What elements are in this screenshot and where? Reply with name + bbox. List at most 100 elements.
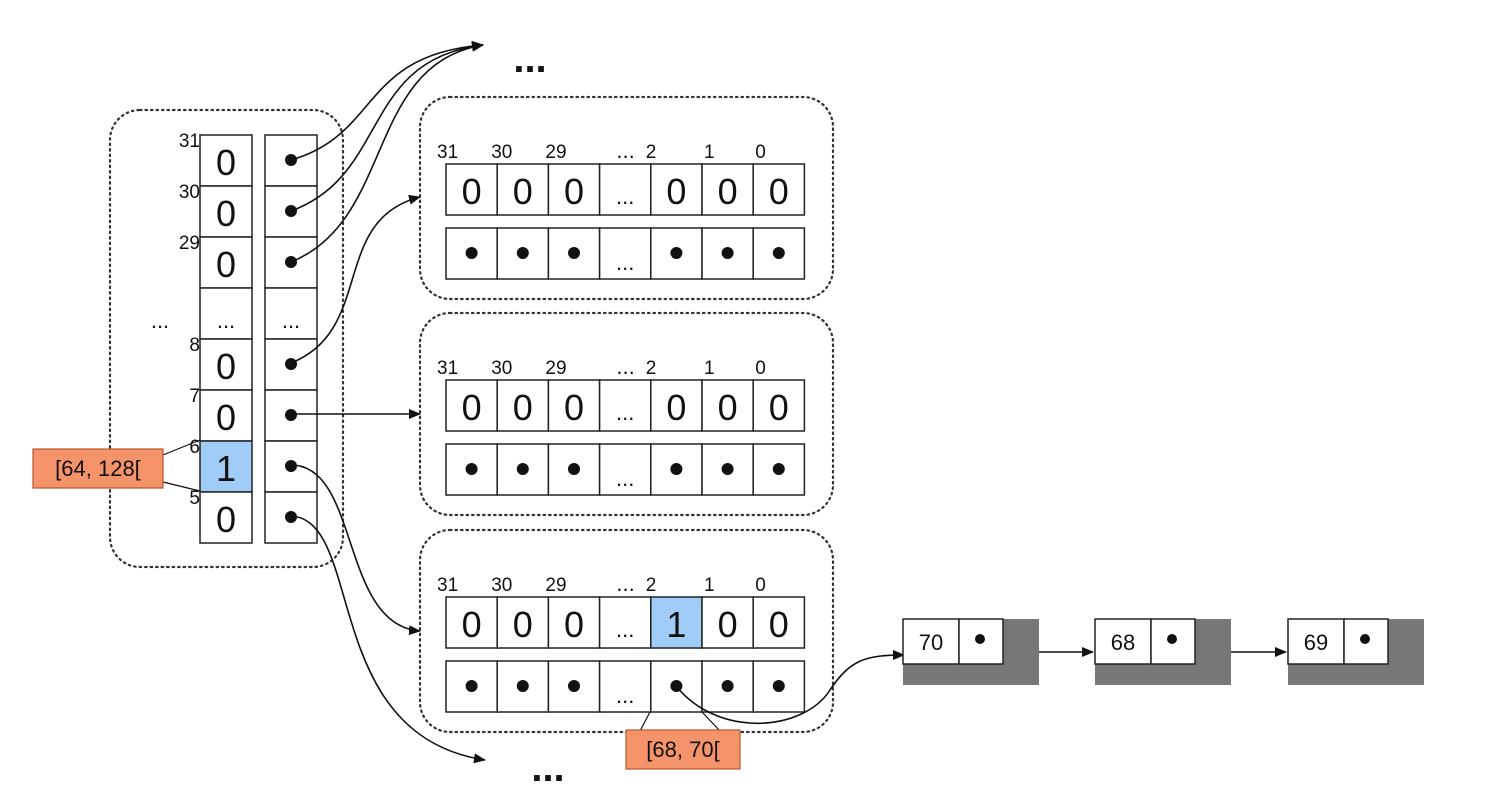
arrow-slot-29 bbox=[290, 41, 484, 263]
list-node-69: 69 bbox=[1287, 618, 1424, 685]
bitmap-index-label: 31 bbox=[437, 358, 458, 379]
arrow-leaf-to-list bbox=[675, 650, 905, 725]
list-node-70: 70 bbox=[902, 618, 1039, 685]
root-slot-6: 16 bbox=[189, 437, 318, 493]
bitmap-index-label: 30 bbox=[491, 575, 512, 596]
root-bit-cell bbox=[199, 236, 253, 289]
root-bit-cell bbox=[199, 134, 253, 187]
root-pointer-dot bbox=[285, 409, 297, 421]
list-node-pointer-dot bbox=[1167, 634, 1177, 644]
root-pointer-cell bbox=[264, 287, 318, 340]
bitmap-index-label: 0 bbox=[755, 358, 766, 379]
range-tag-leaf: [68, 70[ bbox=[625, 729, 741, 770]
root-slot-index: 6 bbox=[189, 437, 200, 458]
bitmap-index-label: 29 bbox=[545, 575, 566, 596]
bitmap-index-label: 31 bbox=[437, 142, 458, 163]
root-slot-index: 31 bbox=[179, 131, 200, 152]
bitmap-pointer-dot bbox=[568, 680, 580, 692]
bitmap-bit-value: 1 bbox=[666, 604, 686, 645]
list-node-value-cell bbox=[1094, 618, 1152, 665]
bitmap-bit-cell bbox=[547, 596, 601, 649]
bitmap-index-label: 1 bbox=[704, 575, 715, 596]
bitmap-bit-value: 0 bbox=[564, 171, 584, 212]
bitmap-bit-cell bbox=[752, 163, 806, 216]
bitmap-index-label: 1 bbox=[704, 358, 715, 379]
root-slot-29: 0 29 bbox=[179, 233, 318, 289]
bitmap-bit-cell bbox=[650, 596, 703, 649]
bitmap-bit-ellipsis: ... bbox=[616, 617, 634, 642]
root-pointer-cell bbox=[264, 134, 318, 187]
root-bit-value: 0 bbox=[216, 499, 236, 540]
list-node-value-cell bbox=[902, 618, 960, 665]
bitmap-bit-cell bbox=[752, 379, 806, 432]
root-bit-value: 0 bbox=[216, 244, 236, 285]
root-bit-value: 0 bbox=[216, 346, 236, 387]
range-tag-leaf-text: [68, 70[ bbox=[646, 737, 719, 762]
top-ellipsis: ... bbox=[513, 37, 546, 81]
arrow-slot-8 bbox=[290, 194, 421, 364]
bitmap-bit-value: 0 bbox=[769, 171, 789, 212]
bitmap-pointer-dot bbox=[772, 463, 785, 475]
arrow-slot-5 bbox=[290, 515, 486, 764]
root-bit-value: 0 bbox=[216, 142, 236, 183]
leaf-bracket-right bbox=[701, 711, 721, 732]
bitmap-pointer-dot bbox=[670, 463, 683, 475]
root-slot-8: 08 bbox=[189, 335, 318, 391]
bitmap-index-label: 2 bbox=[646, 575, 657, 596]
bitmap-bit-cell bbox=[650, 163, 703, 216]
bitmap-bit-cell bbox=[650, 379, 703, 432]
root-slot-5: 05 bbox=[189, 488, 318, 544]
bitmap-groups: 310300290.........201000310300290.......… bbox=[437, 138, 806, 713]
bitmap-pointer-dot bbox=[721, 247, 734, 259]
root-bit-cell bbox=[199, 440, 253, 493]
bitmap-pointer-dot bbox=[516, 680, 529, 692]
bitmap-bit-cell bbox=[496, 379, 550, 432]
list-node-pointer-dot bbox=[975, 634, 985, 644]
connectors bbox=[162, 40, 905, 764]
range-bracket-top bbox=[162, 439, 201, 456]
bitmap-bit-value: 0 bbox=[769, 387, 789, 428]
bitmap-pointer-ellipsis: ... bbox=[616, 466, 634, 491]
root-slot-index: 8 bbox=[189, 335, 200, 356]
range-tag-root: [64, 128[ bbox=[32, 448, 164, 489]
root-bit-cell bbox=[199, 389, 253, 442]
root-bit-cell bbox=[199, 491, 253, 544]
root-slot-30: 030 bbox=[179, 182, 318, 238]
root-slot-ellipsis: ......... bbox=[151, 287, 318, 340]
bitmap-bit-value: 0 bbox=[513, 604, 533, 645]
bitmap-pointer-dot bbox=[721, 463, 734, 475]
leaf-bracket-left bbox=[639, 711, 651, 732]
list-node-value: 70 bbox=[919, 630, 943, 655]
bitmap-bit-value: 0 bbox=[513, 171, 533, 212]
bitmap-index-label: 0 bbox=[755, 575, 766, 596]
root-bit-cell bbox=[199, 338, 253, 391]
root-pointer-dot bbox=[285, 460, 297, 472]
bitmap-bit-value: 0 bbox=[718, 387, 738, 428]
bitmap-index-label: 30 bbox=[491, 358, 512, 379]
root-pointer-dot bbox=[285, 511, 297, 523]
bitmap-group-outline-1 bbox=[418, 95, 835, 301]
bitmap-group-outline-2 bbox=[418, 311, 835, 517]
bitmap-index-ellipsis: ... bbox=[616, 138, 634, 163]
list-node-pointer-dot bbox=[1360, 634, 1370, 644]
bottom-ellipsis: ... bbox=[531, 746, 564, 790]
bitmap-bit-cell bbox=[445, 163, 498, 216]
root-bit-value: 1 bbox=[216, 448, 236, 489]
root-bit-value: 0 bbox=[216, 193, 236, 234]
bitmap-bit-cell bbox=[598, 163, 652, 216]
root-pointer-ellipsis: ... bbox=[282, 308, 300, 333]
bitmap-index-label: 29 bbox=[545, 142, 566, 163]
bitmap-index-label: 31 bbox=[437, 575, 458, 596]
root-group-outline bbox=[108, 108, 345, 569]
bitmap-index-label: 29 bbox=[545, 358, 566, 379]
bitmap-pointer-dot bbox=[516, 247, 529, 259]
bitmap-pointer-dot bbox=[772, 680, 785, 692]
range-tag-root-text: [64, 128[ bbox=[55, 456, 141, 481]
bitmap-pointer-dot bbox=[721, 680, 734, 692]
range-bracket-bottom bbox=[162, 481, 201, 492]
root-slot-index: 29 bbox=[179, 233, 200, 254]
root-pointer-dot bbox=[285, 358, 297, 370]
